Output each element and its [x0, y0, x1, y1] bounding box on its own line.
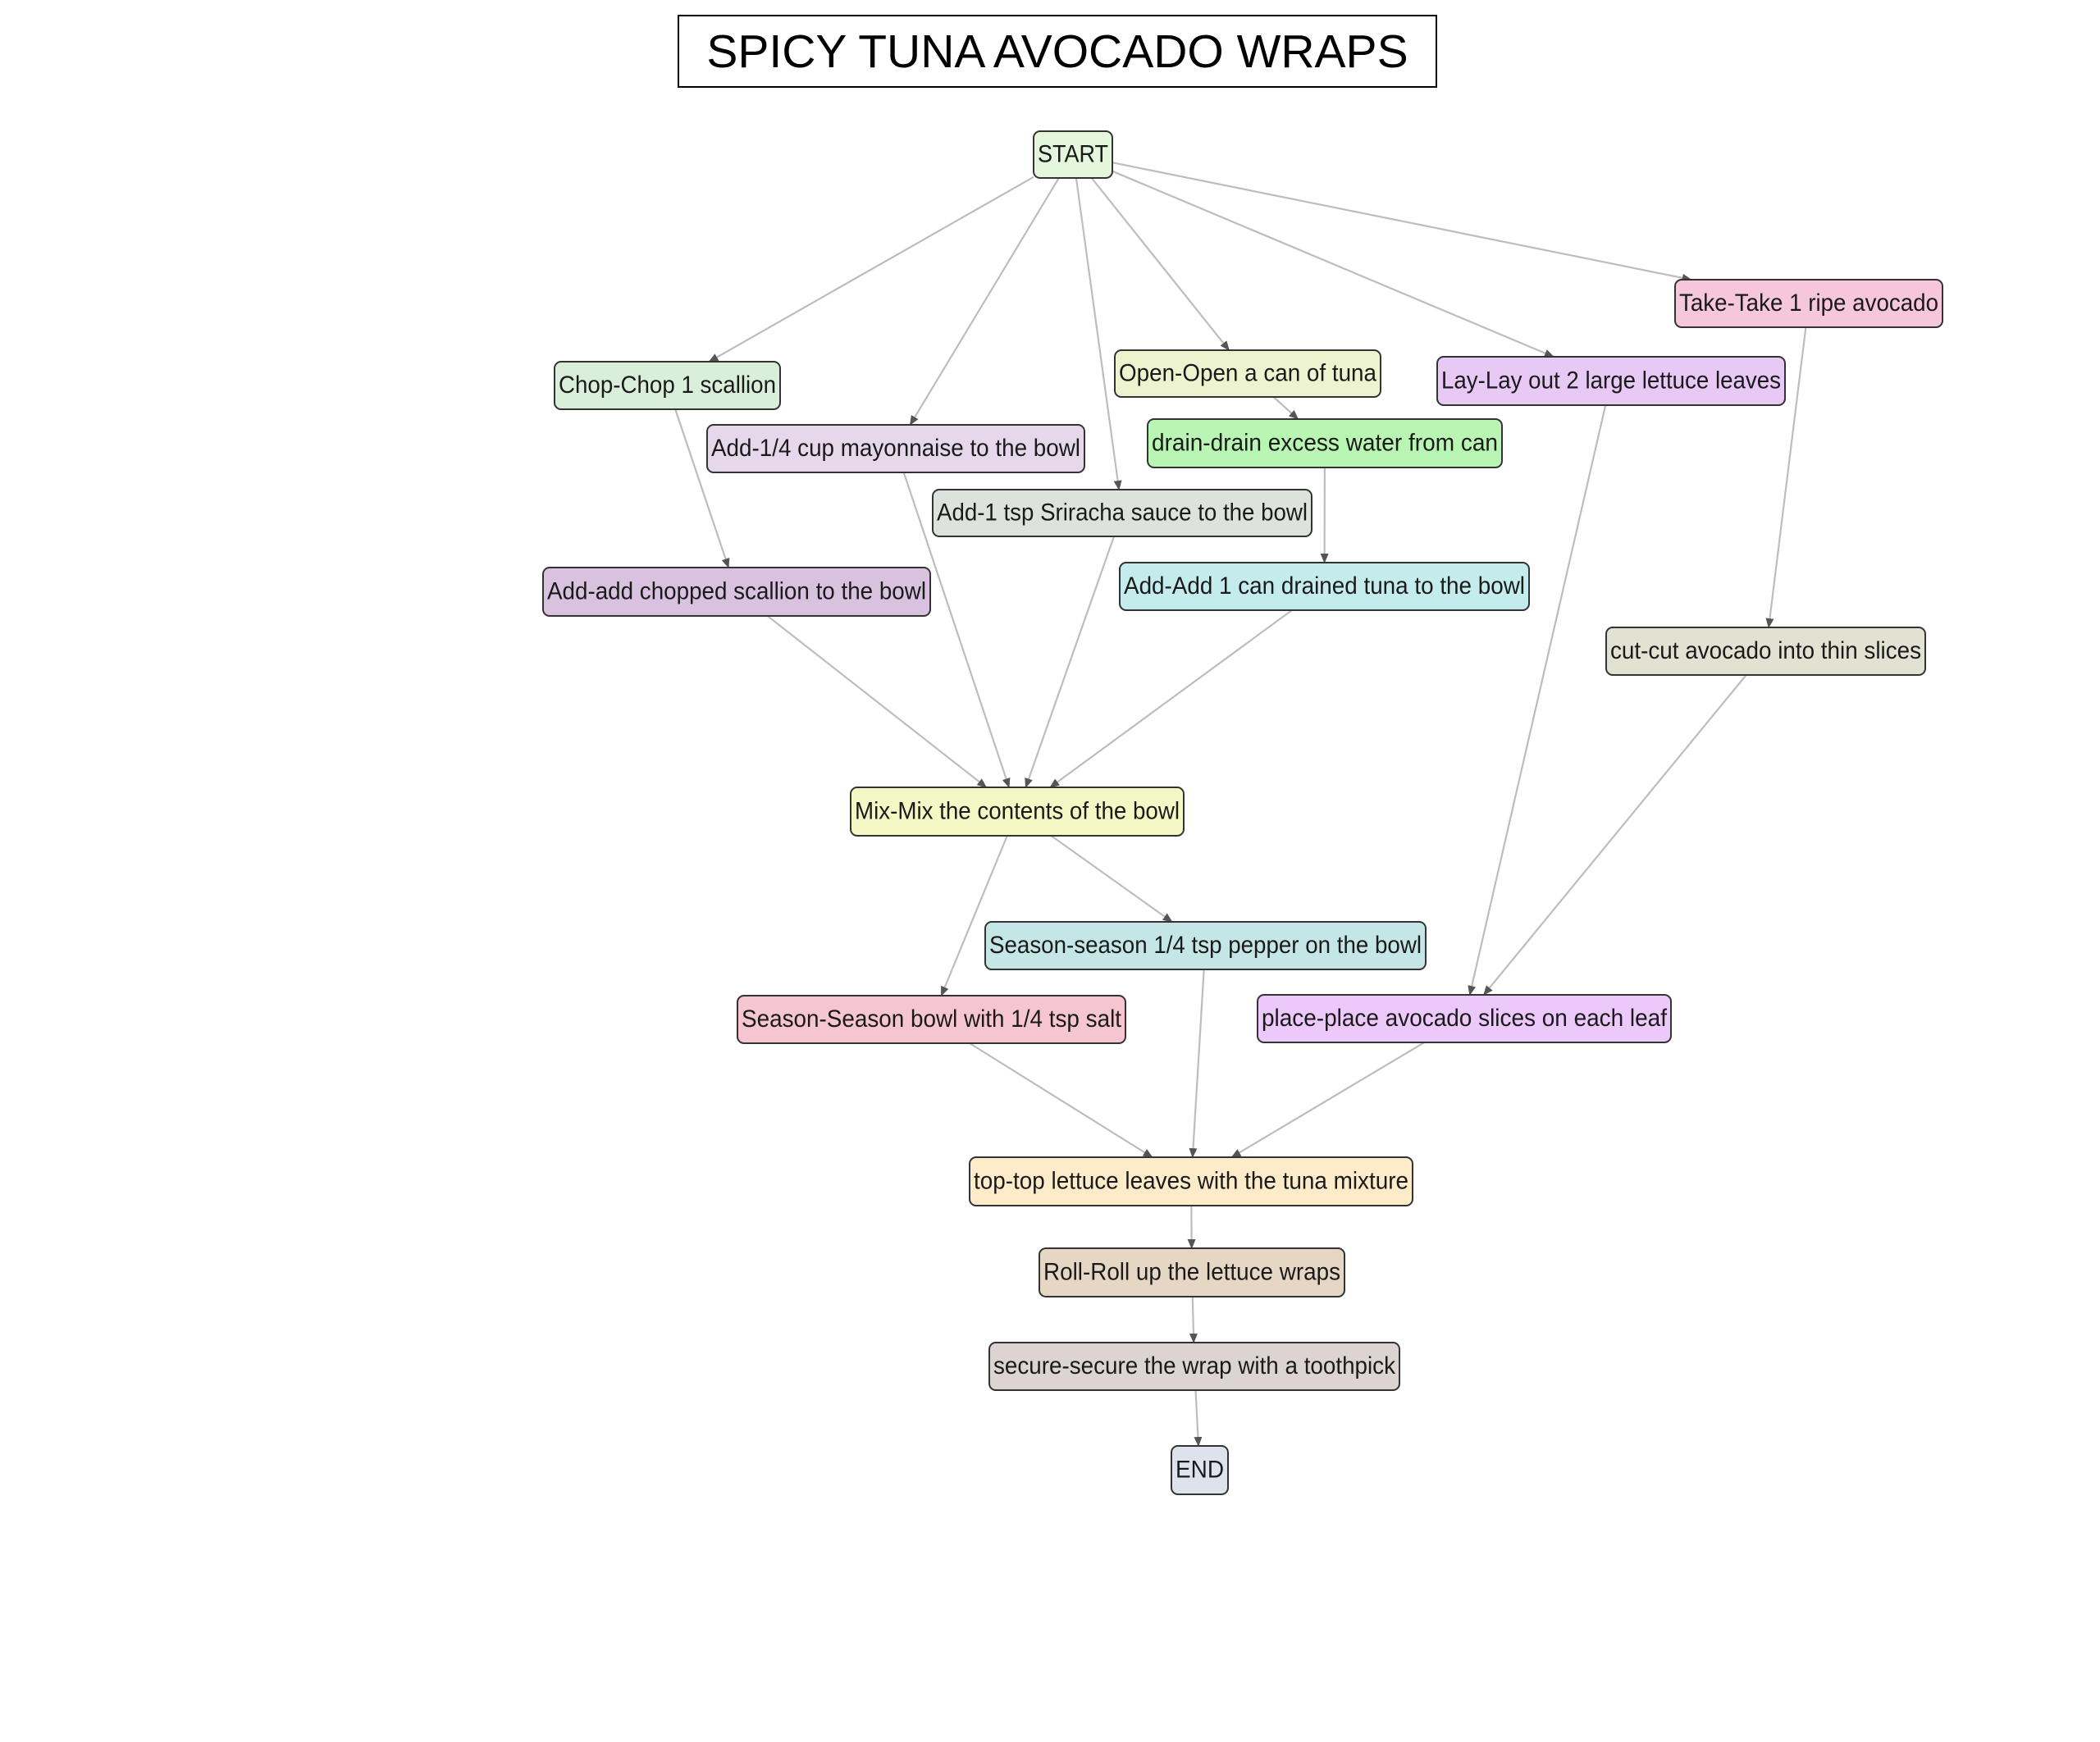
node-salt: Season-Season bowl with 1/4 tsp salt — [737, 995, 1126, 1044]
node-box — [1119, 562, 1530, 611]
edge-start-to-chop — [708, 176, 1034, 363]
edge-start-to-open — [1090, 177, 1230, 351]
node-box — [1436, 356, 1786, 406]
node-label: Roll-Roll up the lettuce wraps — [1043, 1258, 1340, 1285]
diagram-title: SPICY TUNA AVOCADO WRAPS — [678, 15, 1437, 88]
edge-addtuna-to-mix — [1049, 609, 1293, 788]
node-label: END — [1176, 1456, 1224, 1483]
node-label: Open-Open a can of tuna — [1119, 359, 1376, 386]
node-mix: Mix-Mix the contents of the bowl — [850, 787, 1185, 837]
node-addscallion: Add-add chopped scallion to the bowl — [542, 567, 931, 617]
node-box — [1605, 627, 1926, 676]
edge-cut-to-place — [1482, 674, 1747, 996]
node-label: secure-secure the wrap with a toothpick — [993, 1352, 1396, 1379]
node-box — [1171, 1445, 1229, 1495]
node-drain: drain-drain excess water from can — [1147, 418, 1503, 468]
node-place: place-place avocado slices on each leaf — [1257, 994, 1672, 1043]
edges-layer — [674, 162, 1807, 1447]
edge-start-to-sriracha — [1075, 177, 1122, 490]
node-take: Take-Take 1 ripe avocado — [1674, 279, 1943, 328]
node-label: top-top lettuce leaves with the tuna mix… — [974, 1167, 1408, 1194]
edge-mix-to-salt — [940, 835, 1008, 996]
edge-place-to-top — [1230, 1042, 1425, 1158]
edge-pepper-to-top — [1189, 969, 1205, 1158]
node-box — [1039, 1247, 1345, 1297]
node-box — [1147, 418, 1503, 468]
edge-addscallion-to-mix — [766, 615, 988, 788]
node-label: Season-Season bowl with 1/4 tsp salt — [742, 1006, 1122, 1033]
edge-start-to-take — [1112, 162, 1692, 282]
node-label: cut-cut avocado into thin slices — [1610, 637, 1921, 664]
node-box — [737, 995, 1126, 1044]
node-box — [1674, 279, 1943, 328]
edge-secure-to-end — [1194, 1389, 1203, 1447]
node-box — [1257, 994, 1672, 1043]
edge-take-to-cut — [1765, 326, 1807, 628]
node-mayo: Add-1/4 cup mayonnaise to the bowl — [706, 424, 1085, 473]
node-open: Open-Open a can of tuna — [1114, 349, 1381, 398]
node-secure: secure-secure the wrap with a toothpick — [988, 1342, 1400, 1391]
node-box — [984, 921, 1427, 970]
node-label: Lay-Lay out 2 large lettuce leaves — [1441, 367, 1781, 394]
node-box — [932, 489, 1312, 537]
node-label: Add-1 tsp Sriracha sauce to the bowl — [937, 499, 1308, 526]
node-label: place-place avocado slices on each leaf — [1262, 1005, 1668, 1032]
node-box — [542, 567, 931, 617]
edge-start-to-lay — [1112, 170, 1554, 358]
node-label: Chop-Chop 1 scallion — [559, 372, 776, 399]
node-label: drain-drain excess water from can — [1152, 429, 1498, 456]
node-box — [969, 1156, 1413, 1206]
edge-chop-to-addscallion — [674, 408, 730, 568]
node-start: START — [1033, 130, 1113, 179]
node-box — [554, 361, 781, 410]
node-addtuna: Add-Add 1 can drained tuna to the bowl — [1119, 562, 1530, 611]
edge-lay-to-place — [1468, 404, 1607, 996]
edge-salt-to-top — [969, 1042, 1153, 1158]
node-cut: cut-cut avocado into thin slices — [1605, 627, 1926, 676]
node-label: Add-Add 1 can drained tuna to the bowl — [1124, 572, 1525, 600]
edge-mix-to-pepper — [1050, 835, 1173, 923]
node-box — [1033, 130, 1113, 179]
node-box — [1114, 349, 1381, 398]
node-box — [850, 787, 1185, 837]
node-lay: Lay-Lay out 2 large lettuce leaves — [1436, 356, 1786, 406]
node-top: top-top lettuce leaves with the tuna mix… — [969, 1156, 1413, 1206]
node-roll: Roll-Roll up the lettuce wraps — [1039, 1247, 1345, 1297]
node-box — [706, 424, 1085, 473]
node-pepper: Season-season 1/4 tsp pepper on the bowl — [984, 921, 1427, 970]
node-label: Take-Take 1 ripe avocado — [1679, 290, 1938, 317]
node-box — [988, 1342, 1400, 1391]
node-sriracha: Add-1 tsp Sriracha sauce to the bowl — [932, 489, 1312, 537]
node-end: END — [1171, 1445, 1229, 1495]
node-chop: Chop-Chop 1 scallion — [554, 361, 781, 410]
node-label: START — [1038, 140, 1108, 167]
node-label: Add-add chopped scallion to the bowl — [547, 577, 926, 604]
edge-open-to-drain — [1272, 396, 1299, 420]
edge-start-to-mayo — [909, 177, 1060, 426]
node-label: Add-1/4 cup mayonnaise to the bowl — [711, 435, 1080, 462]
edge-sriracha-to-mix — [1025, 536, 1116, 788]
edge-mayo-to-mix — [902, 472, 1011, 788]
node-label: Mix-Mix the contents of the bowl — [855, 797, 1180, 824]
node-label: Season-season 1/4 tsp pepper on the bowl — [989, 932, 1422, 959]
edge-roll-to-secure — [1189, 1296, 1198, 1343]
